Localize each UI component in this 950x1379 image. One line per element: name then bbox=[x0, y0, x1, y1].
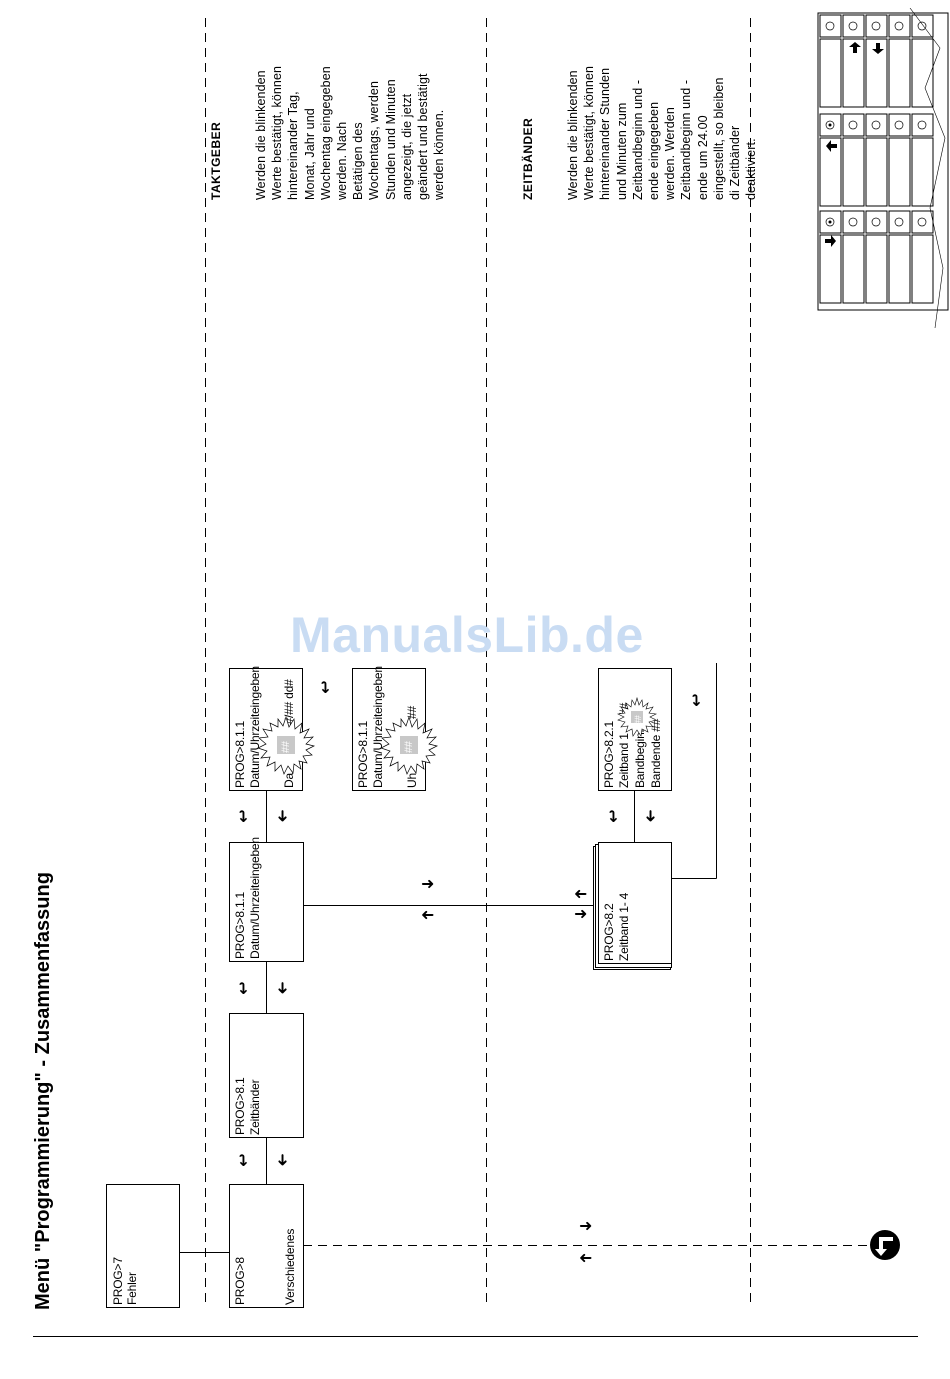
blink-burst-icon bbox=[257, 715, 316, 775]
right-arrow-icon: ➜ bbox=[421, 874, 435, 893]
box-label: Verschiedenes bbox=[283, 1228, 297, 1305]
description-line: Werte bestätigt, können bbox=[270, 65, 285, 200]
description-line: ende um 24.00 bbox=[695, 115, 710, 200]
menu-box-prog8-1-1-time: PROG>8.1.1 Datum/Uhrzeiteingeben Uh ## #… bbox=[352, 666, 439, 791]
left-arrow-icon: ➜ bbox=[579, 1248, 593, 1267]
description-line: hintereinander Tag, bbox=[286, 91, 301, 200]
box-code: PROG>8.1.1 bbox=[233, 891, 247, 959]
enter-icon: ↩ bbox=[603, 809, 623, 823]
burst-value: ## bbox=[403, 741, 415, 753]
box-code: PROG>7 bbox=[111, 1257, 125, 1305]
menu-box-prog8-1-1-date: PROG>8.1.1 Datum/Uhrzeiteingeben Da ##/#… bbox=[229, 666, 316, 791]
enter-icon: ↩ bbox=[315, 680, 335, 694]
left-arrow-icon: ➜ bbox=[421, 905, 435, 924]
right-arrow-icon: ➜ bbox=[579, 1216, 593, 1235]
blink-burst-icon bbox=[617, 697, 657, 737]
description-line: Wochentags, werden bbox=[367, 81, 382, 200]
return-icon bbox=[870, 1230, 900, 1260]
box-label: Datum/Uhrzeiteingeben bbox=[248, 837, 262, 959]
description-line: Zeitbandbeginn und - bbox=[630, 79, 645, 200]
menu-box-prog8: PROG>8 Verschiedenes bbox=[229, 1184, 304, 1308]
description-line: eingestellt, so bleiben bbox=[711, 77, 726, 200]
description-line: Zeitbandbeginn und - bbox=[679, 79, 694, 200]
description-line: Stunden und Minuten bbox=[383, 79, 398, 200]
down-arrow-icon: ➜ bbox=[273, 981, 293, 995]
box-code: PROG>8.2 bbox=[602, 903, 616, 961]
description-line: geändert und bestätigt bbox=[416, 73, 431, 200]
enter-icon: ↩ bbox=[233, 1153, 253, 1167]
description-line: werden. Nach bbox=[335, 121, 350, 200]
box-label: Zeitband 1 bbox=[617, 733, 631, 788]
description-line: deaktiviert. bbox=[744, 138, 759, 200]
description-line: hintereinander Stunden bbox=[598, 67, 613, 200]
description-line: werden können. bbox=[432, 109, 447, 200]
description-line: werden. Werden bbox=[663, 107, 678, 200]
description-line: Werte bestätigt, können bbox=[582, 65, 597, 200]
watermark: ManualsLib.de bbox=[290, 607, 644, 663]
section-heading-zeitbaender: ZEITBÄNDER bbox=[521, 117, 535, 200]
down-arrow-icon: ➜ bbox=[273, 809, 293, 823]
description-line: ende eingegeben bbox=[647, 101, 662, 200]
box-code: PROG>8.1.1 bbox=[356, 720, 370, 788]
description-line: di Zeitbänder bbox=[728, 125, 743, 200]
left-arrow-icon: ➜ bbox=[574, 884, 588, 903]
down-arrow-icon: ➜ bbox=[641, 809, 661, 823]
burst-value: ## bbox=[633, 715, 643, 725]
description-line: Betätigen des bbox=[351, 122, 366, 200]
description-line: Werden die blinkenden bbox=[254, 70, 268, 200]
box-code: PROG>8.2.1 bbox=[602, 720, 616, 788]
description-line: und Minuten zum bbox=[614, 102, 629, 200]
burst-value: ## bbox=[280, 741, 292, 753]
menu-box-prog7: PROG>7 Fehler bbox=[106, 1184, 180, 1308]
box-code: PROG>8 bbox=[233, 1257, 247, 1305]
menu-box-prog8-2-1: PROG>8.2.1 Zeitband 1 ## Bandbeginn Band… bbox=[598, 668, 672, 791]
enter-icon: ↩ bbox=[233, 981, 253, 995]
enter-icon: ↩ bbox=[233, 809, 253, 823]
box-label: Fehler bbox=[125, 1272, 139, 1305]
box-code: PROG>8.1.1 bbox=[233, 720, 247, 788]
enter-icon: ↩ bbox=[686, 693, 706, 707]
description-line: Werden die blinkenden bbox=[566, 70, 580, 200]
menu-box-prog8-2: PROG>8.2 Zeitband 1- 4 bbox=[598, 842, 672, 964]
menu-box-prog8-1: PROG>8.1 Zeitbänder bbox=[229, 1013, 304, 1138]
blink-burst-icon bbox=[380, 715, 439, 775]
box-code: PROG>8.1 bbox=[233, 1077, 247, 1135]
box-value-prefix: Uh bbox=[405, 773, 419, 788]
menu-box-prog8-1-1: PROG>8.1.1 Datum/Uhrzeiteingeben bbox=[229, 837, 304, 962]
description-line: angezeigt, die jetzt bbox=[399, 93, 414, 200]
down-arrow-icon: ➜ bbox=[273, 1153, 293, 1167]
box-value-prefix: Da bbox=[282, 773, 296, 788]
right-arrow-icon: ➜ bbox=[574, 904, 588, 923]
description-line: Wochentag eingegeben bbox=[318, 66, 333, 200]
section-heading-taktgeber: TAKTGEBER bbox=[209, 121, 223, 200]
keypad-illustration bbox=[817, 8, 949, 329]
box-label: Zeitbänder bbox=[248, 1079, 262, 1135]
box-label: Zeitband 1- 4 bbox=[617, 892, 631, 961]
description-line: Monat, Jahr und bbox=[302, 108, 317, 200]
bottom-rule bbox=[33, 1336, 918, 1337]
